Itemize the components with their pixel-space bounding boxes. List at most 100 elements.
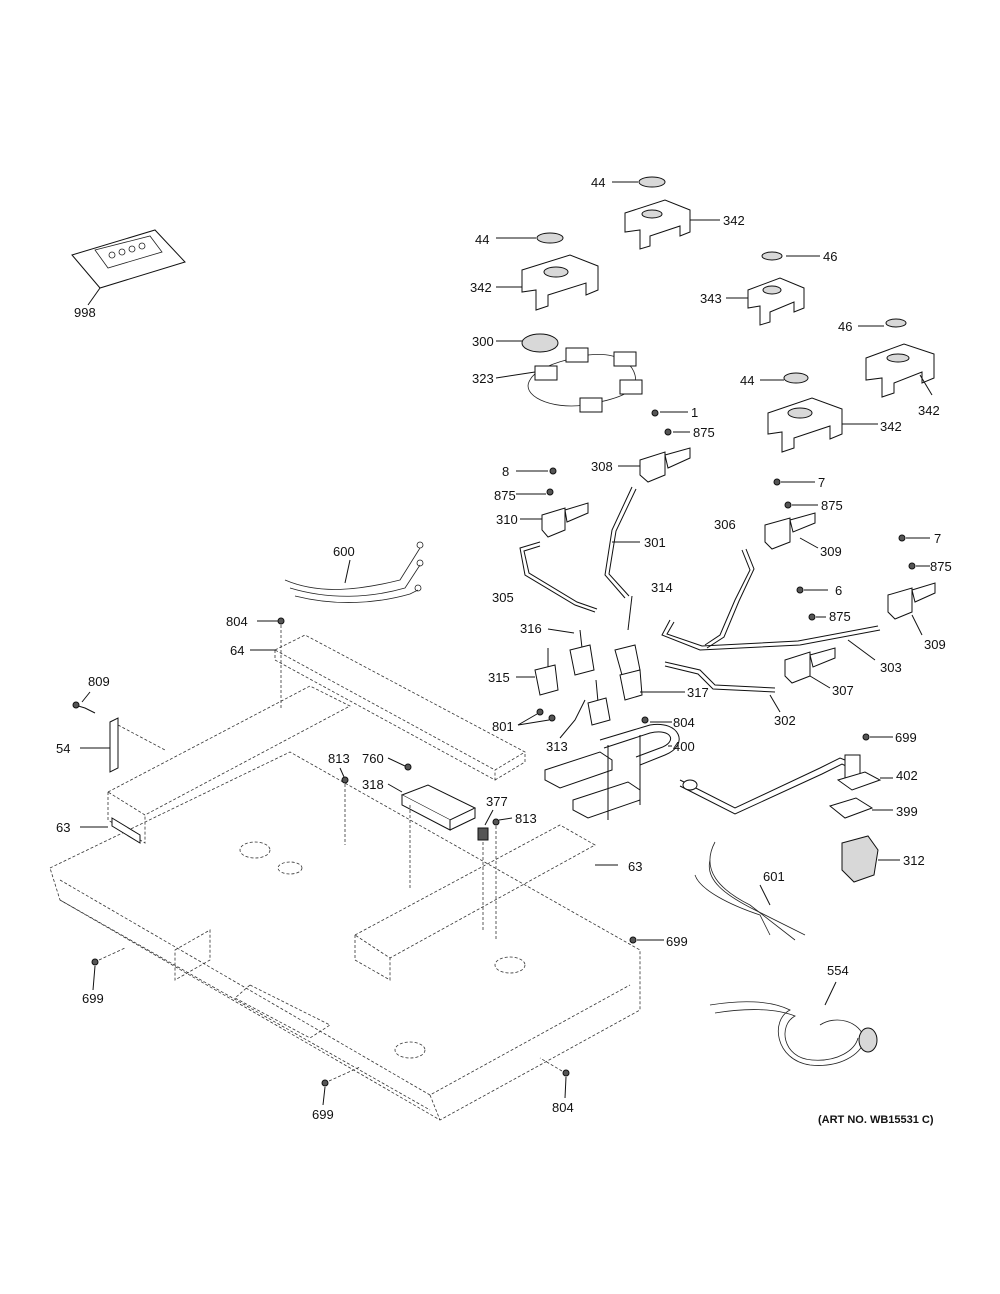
part-307-valve [784, 586, 836, 689]
part-46-cap-far-right [858, 318, 907, 328]
callout-343: 343 [700, 291, 722, 306]
part-813-screw-b [492, 817, 513, 940]
part-46-cap-right [761, 251, 820, 261]
callout-342: 342 [880, 419, 902, 434]
part-804-screw-a [257, 617, 285, 710]
part-44-cap-top [612, 176, 666, 188]
part-801-screws [517, 708, 556, 726]
callout-323: 323 [472, 371, 494, 386]
part-804-screw-c [539, 1057, 570, 1099]
callout-875: 875 [829, 609, 851, 624]
part-300-igniter-plate [496, 333, 559, 353]
callout-399: 399 [896, 804, 918, 819]
callout-554: 554 [827, 963, 849, 978]
callout-309: 309 [924, 637, 946, 652]
callout-342: 342 [723, 213, 745, 228]
part-402-bracket [836, 733, 893, 791]
callout-313: 313 [546, 739, 568, 754]
part-313-valve [559, 679, 611, 739]
part-342-burner-head-left [496, 254, 599, 311]
part-309-valve-b [887, 534, 936, 636]
part-63-rail-right [354, 824, 618, 981]
callout-402: 402 [896, 768, 918, 783]
callout-7: 7 [934, 531, 942, 546]
part-699-screw-d [321, 1066, 361, 1106]
callout-813: 813 [515, 811, 537, 826]
callout-54: 54 [56, 741, 71, 756]
part-998-literature-bag [71, 229, 186, 306]
callout-306: 306 [714, 517, 736, 532]
callout-46: 46 [823, 249, 838, 264]
callout-314: 314 [651, 580, 673, 595]
part-760-screw [387, 757, 412, 771]
callout-307: 307 [832, 683, 854, 698]
callout-699: 699 [895, 730, 917, 745]
callout-303: 303 [880, 660, 902, 675]
callout-63: 63 [56, 820, 71, 835]
callout-400: 400 [673, 739, 695, 754]
part-399-bracket [828, 797, 893, 819]
callout-809: 809 [88, 674, 110, 689]
callout-813: 813 [328, 751, 350, 766]
part-64-rail [250, 634, 526, 781]
part-309-valve-a [764, 478, 819, 550]
part-314-valve [614, 595, 685, 701]
callout-699: 699 [82, 991, 104, 1006]
callout-760: 760 [362, 751, 384, 766]
part-699-screw-c [91, 947, 126, 991]
callout-875: 875 [494, 488, 516, 503]
callout-875: 875 [930, 559, 952, 574]
part-chassis-base [49, 751, 641, 1121]
part-312-pressure-regulator [841, 835, 900, 883]
callout-6: 6 [835, 583, 843, 598]
callout-804: 804 [673, 715, 695, 730]
part-600-wire-harness [284, 541, 424, 603]
callout-998: 998 [74, 305, 96, 320]
callout-46: 46 [838, 319, 853, 334]
callout-7: 7 [818, 475, 826, 490]
part-306-gas-tube [704, 548, 755, 649]
callout-377: 377 [486, 794, 508, 809]
callout-300: 300 [472, 334, 494, 349]
callout-44: 44 [740, 373, 755, 388]
callout-699: 699 [666, 934, 688, 949]
part-308-valve [618, 409, 691, 483]
part-gas-manifold-tube [679, 757, 851, 815]
callout-64: 64 [230, 643, 245, 658]
art-number: (ART NO. WB15531 C) [818, 1114, 934, 1126]
part-323-igniter-harness [495, 347, 643, 413]
part-342-burner-head-top [624, 199, 720, 250]
part-813-screw-a [339, 767, 349, 845]
part-699-screw-b [629, 936, 664, 944]
callout-302: 302 [774, 713, 796, 728]
callout-44: 44 [591, 175, 606, 190]
part-44-cap-mid [760, 372, 809, 384]
callout-804: 804 [552, 1100, 574, 1115]
part-601-wire-harness [694, 841, 806, 941]
callout-44: 44 [475, 232, 490, 247]
part-63-rail-left [80, 685, 351, 844]
callout-309: 309 [820, 544, 842, 559]
part-44-cap-left [496, 232, 564, 244]
part-54-bracket [80, 717, 166, 773]
callout-804: 804 [226, 614, 248, 629]
callout-317: 317 [687, 685, 709, 700]
part-554-wire-harness [709, 981, 878, 1066]
part-315-valve [516, 648, 559, 696]
part-377-clip [477, 809, 494, 930]
part-343-burner-head [726, 277, 805, 326]
callout-312: 312 [903, 853, 925, 868]
callout-601: 601 [763, 869, 785, 884]
part-809-screw [72, 691, 96, 714]
callout-600: 600 [333, 544, 355, 559]
callout-342: 342 [470, 280, 492, 295]
callout-308: 308 [591, 459, 613, 474]
part-305-gas-tube [519, 541, 598, 613]
callout-8: 8 [502, 464, 510, 479]
part-302-gas-tube [664, 661, 781, 713]
callout-315: 315 [488, 670, 510, 685]
callout-801: 801 [492, 719, 514, 734]
part-301-gas-tube [604, 486, 640, 599]
callout-875: 875 [821, 498, 843, 513]
